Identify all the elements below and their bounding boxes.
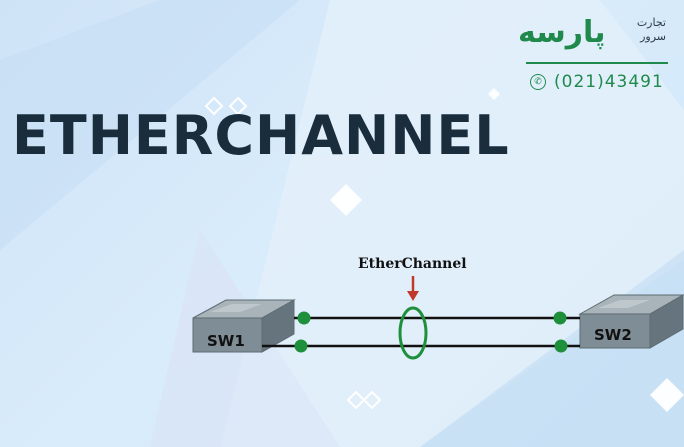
phone-contact[interactable]: ✆ (021)43491: [530, 72, 664, 92]
brand-name: پارسه: [518, 15, 606, 50]
tagline-line1: تجارت: [636, 16, 666, 29]
etherchannel-label: EtherChannel: [358, 256, 467, 272]
port-dot: [297, 311, 311, 325]
brand-logo: پارسه تجارت سرور ✆ (021)43491: [518, 14, 668, 94]
switch-label-sw2: SW2: [594, 326, 632, 344]
phone-icon: ✆: [530, 74, 546, 90]
brand-tagline: تجارت سرور: [637, 16, 666, 44]
port-dot: [294, 339, 308, 353]
port-dot: [553, 311, 567, 325]
port-dot: [554, 339, 568, 353]
pointer-arrow: [407, 276, 419, 301]
switch-sw2: [578, 294, 684, 349]
switch-sw1: [192, 299, 296, 353]
phone-number: (021)43491: [554, 72, 664, 92]
tagline-line2: سرور: [640, 29, 666, 43]
page-title: ETHERCHANNEL: [12, 104, 510, 167]
bundle-ring: [398, 306, 428, 360]
switch-label-sw1: SW1: [207, 332, 245, 350]
logo-divider: [526, 62, 668, 64]
